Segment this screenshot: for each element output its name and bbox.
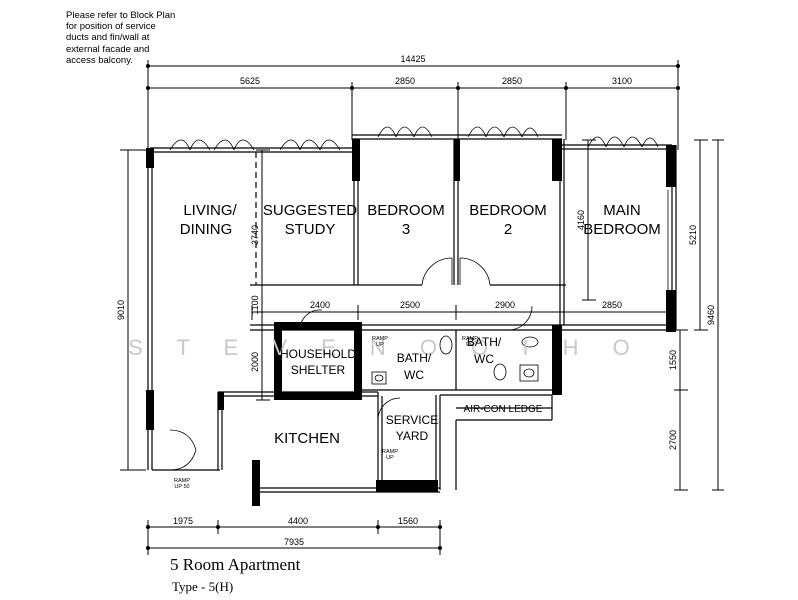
room-service-line2: YARD xyxy=(396,429,429,443)
dim-overall-top: 14425 xyxy=(400,54,425,64)
dimension-ticks xyxy=(146,64,680,550)
room-bath1-line1: BATH/ xyxy=(397,351,432,365)
ramp-label: RAMP xyxy=(174,478,190,484)
room-bath2-line2: WC xyxy=(474,352,494,366)
block-plan-note: Please refer to Block Plan for position … xyxy=(66,10,216,66)
dim-bottom-3: 1560 xyxy=(398,516,418,526)
note-line: external facade and xyxy=(66,43,150,55)
note-line: for position of service xyxy=(66,21,156,33)
dim-right-total: 9460 xyxy=(706,305,716,325)
room-living-line2: DINING xyxy=(180,221,233,238)
room-aircon: AIR-CON LEDGE xyxy=(464,404,543,415)
dimension-lines xyxy=(120,60,724,555)
dim-bottom-1: 1975 xyxy=(173,516,193,526)
room-bedroom2-line1: BEDROOM xyxy=(469,202,547,219)
room-bedroom3-line2: 3 xyxy=(402,221,410,238)
room-shelter-line1: HOUSEHOLD xyxy=(280,347,356,361)
dim-right-b: 5210 xyxy=(688,225,698,245)
ramp-label: UP xyxy=(466,342,474,348)
room-kitchen: KITCHEN xyxy=(274,430,340,447)
dim-overall-bottom: 7935 xyxy=(284,537,304,547)
dim-mid-4: 2850 xyxy=(602,300,622,310)
room-bath2-line1: BATH/ xyxy=(467,335,502,349)
ramp-label: RAMP xyxy=(372,336,388,342)
dim-mid-2: 2500 xyxy=(400,300,420,310)
dim-top-4: 3100 xyxy=(612,76,632,86)
room-main-line2: BEDROOM xyxy=(583,221,661,238)
ramp-label: UP 50 xyxy=(174,484,189,490)
dim-right-a: 4160 xyxy=(576,210,586,230)
dim-top-3: 2850 xyxy=(502,76,522,86)
room-living-line1: LIVING/ xyxy=(183,202,237,219)
ramp-label: UP xyxy=(386,455,394,461)
room-bath1-line2: WC xyxy=(404,368,424,382)
note-line: access balcony. xyxy=(66,54,133,66)
dim-bottom-2: 4400 xyxy=(288,516,308,526)
dim-top-2: 2850 xyxy=(395,76,415,86)
household-shelter xyxy=(274,322,362,400)
ramp-label: RAMP xyxy=(462,336,478,342)
room-shelter-line2: SHELTER xyxy=(291,363,346,377)
dim-right-c: 1550 xyxy=(668,350,678,370)
note-line: ducts and fin/wall at xyxy=(66,32,150,44)
windows xyxy=(169,126,669,471)
dim-left-total: 9010 xyxy=(116,300,126,320)
dim-right-d: 2700 xyxy=(668,430,678,450)
bath-fixtures xyxy=(371,335,539,385)
dim-mid-3: 2900 xyxy=(495,300,515,310)
dim-top-1: 5625 xyxy=(240,76,260,86)
wall-blocks xyxy=(146,139,676,506)
plan-title: 5 Room Apartment xyxy=(170,555,301,574)
room-study-line1: SUGGESTED xyxy=(263,202,357,219)
plan-subtitle: Type - 5(H) xyxy=(172,579,234,594)
dim-left-c: 2000 xyxy=(250,352,260,372)
room-bedroom3-line1: BEDROOM xyxy=(367,202,445,219)
note-line: Please refer to Block Plan xyxy=(66,10,176,21)
room-service-line1: SERVICE xyxy=(386,413,438,427)
ramp-label: UP xyxy=(376,342,384,348)
dim-mid-1: 2400 xyxy=(310,300,330,310)
watermark: S T E V E N O O I H O xyxy=(128,335,644,360)
room-main-line1: MAIN xyxy=(603,202,641,219)
ramp-label: RAMP xyxy=(382,449,398,455)
room-bedroom2-line2: 2 xyxy=(504,221,512,238)
dim-left-b: 1100 xyxy=(250,295,260,314)
room-study-line2: STUDY xyxy=(285,221,336,238)
dim-left-a: 3740 xyxy=(250,225,260,245)
